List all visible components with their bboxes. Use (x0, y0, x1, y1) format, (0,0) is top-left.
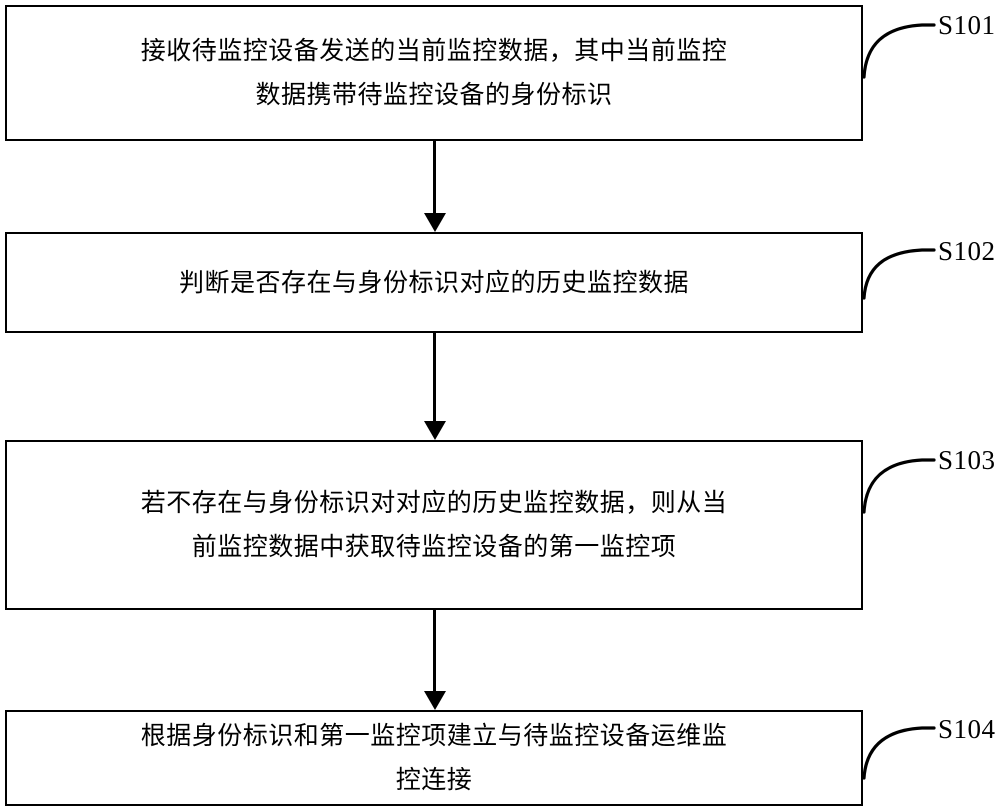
flowchart-step-s104-text: 根据身份标识和第一监控项建立与待监控设备运维监 控连接 (140, 721, 728, 794)
flowchart-connector-s102-s103 (424, 333, 446, 440)
flowchart-connector-s101-s102 (424, 141, 446, 232)
flowchart-step-s102-text: 判断是否存在与身份标识对应的历史监控数据 (178, 267, 689, 297)
step-label-s102: S102 (938, 236, 996, 266)
leader-line-s101 (862, 23, 936, 79)
step-label-s103: S103 (938, 445, 996, 475)
flowchart-step-s104: 根据身份标识和第一监控项建立与待监控设备运维监 控连接 (5, 710, 863, 806)
leader-line-s104 (862, 726, 936, 780)
flowchart-step-s101-text: 接收待监控设备发送的当前监控数据，其中当前监控 数据携带待监控设备的身份标识 (140, 36, 728, 109)
flowchart-connector-s103-s104 (424, 610, 446, 710)
flowchart-step-s101: 接收待监控设备发送的当前监控数据，其中当前监控 数据携带待监控设备的身份标识 (5, 5, 863, 141)
step-label-s101: S101 (938, 10, 996, 40)
leader-line-s103 (862, 458, 936, 514)
flowchart-step-s103-text: 若不存在与身份标识对对应的历史监控数据，则从当 前监控数据中获取待监控设备的第一… (140, 488, 728, 561)
flowchart-step-s103: 若不存在与身份标识对对应的历史监控数据，则从当 前监控数据中获取待监控设备的第一… (5, 440, 863, 610)
flowchart-step-s102: 判断是否存在与身份标识对应的历史监控数据 (5, 232, 863, 333)
step-label-s104: S104 (938, 714, 996, 744)
leader-line-s102 (862, 248, 936, 300)
